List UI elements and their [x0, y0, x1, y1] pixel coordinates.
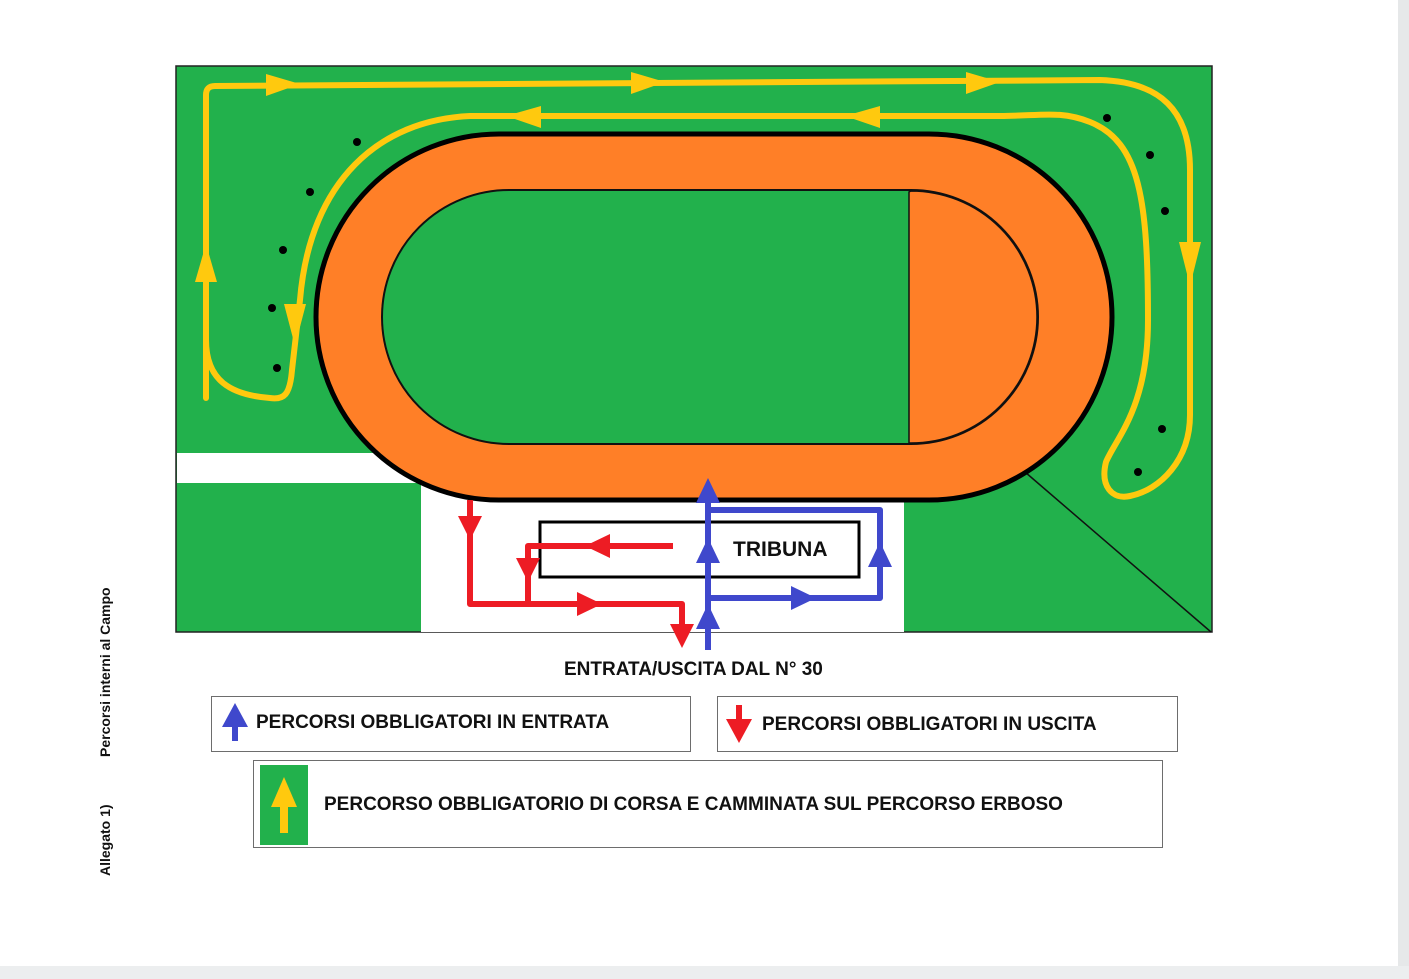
legend-running-label: PERCORSO OBBLIGATORIO DI CORSA E CAMMINA… — [324, 794, 1063, 815]
blue-arrow-up-icon — [696, 478, 720, 503]
exit-route-arrows — [458, 516, 694, 648]
yellow-arrow-down-icon — [284, 304, 306, 346]
red-arrow-down-icon — [670, 624, 694, 648]
red-arrow-down-icon — [516, 558, 540, 582]
red-arrow-down-icon — [458, 516, 482, 540]
entrance-label: ENTRATA/USCITA DAL N° 30 — [564, 659, 823, 680]
tribuna-label: TRIBUNA — [733, 538, 828, 561]
blue-arrow-up-icon — [222, 703, 248, 741]
legend-exit-label: PERCORSI OBBLIGATORI IN USCITA — [762, 714, 1097, 735]
blue-arrow-up-icon — [696, 538, 720, 563]
marker-dots — [268, 114, 1169, 476]
page-edge — [1398, 0, 1409, 979]
entry-route-arrows — [696, 478, 892, 629]
yellow-arrow-right-icon — [266, 74, 300, 96]
legend-grass-swatch — [260, 765, 308, 845]
red-arrow-down-icon — [726, 705, 752, 743]
blue-arrow-up-icon — [868, 542, 892, 567]
red-arrow-right-icon — [577, 592, 602, 616]
legend-entry: PERCORSI OBBLIGATORI IN ENTRATA — [211, 696, 691, 752]
yellow-arrow-right-icon — [631, 72, 665, 94]
exit-route-red — [467, 500, 685, 632]
red-arrow-left-icon — [585, 534, 610, 558]
yellow-arrow-left-icon — [506, 106, 541, 128]
inner-field — [381, 189, 1039, 445]
yellow-arrow-left-icon — [845, 106, 880, 128]
side-title: Percorsi interni al Campo — [97, 587, 113, 757]
blue-arrow-up-icon — [696, 604, 720, 629]
bottom-band — [0, 966, 1409, 979]
attachment-label: Allegato 1) — [97, 804, 113, 876]
boundary-line — [1024, 471, 1212, 633]
legend-entry-label: PERCORSI OBBLIGATORI IN ENTRATA — [256, 712, 610, 733]
blue-arrow-right-icon — [791, 586, 816, 610]
track-inner-segment — [908, 190, 1038, 444]
yellow-arrow-right-icon — [966, 72, 1000, 94]
yellow-arrow-up-icon — [271, 777, 297, 833]
yellow-arrow-up-icon — [195, 244, 217, 282]
sports-field-map: TRIBUNA ENTRATA/USCITA DAL N° 30 — [175, 65, 1213, 680]
yellow-arrow-down-icon — [1179, 242, 1201, 286]
legend-running: PERCORSO OBBLIGATORIO DI CORSA E CAMMINA… — [253, 760, 1163, 848]
legend-exit: PERCORSI OBBLIGATORI IN USCITA — [717, 696, 1178, 752]
tribuna-area — [421, 480, 904, 632]
tribuna-stand — [538, 520, 861, 579]
yellow-route-arrows — [195, 72, 1201, 346]
